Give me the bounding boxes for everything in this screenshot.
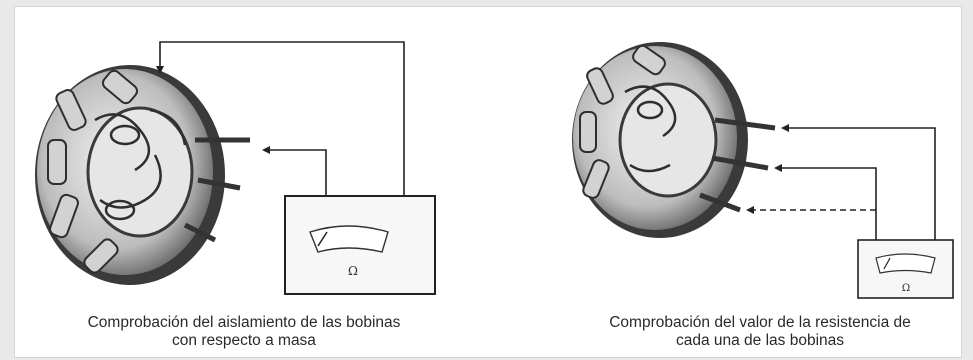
ohmmeter-right bbox=[857, 239, 954, 299]
caption-insulation-test: Comprobación del aislamiento de las bobi… bbox=[34, 314, 454, 350]
caption-right-line1: Comprobación del valor de la resistencia… bbox=[609, 314, 911, 331]
caption-left-line2: con respecto a masa bbox=[172, 332, 316, 349]
ohm-symbol-right: Ω bbox=[902, 283, 910, 294]
caption-resistance-test: Comprobación del valor de la resistencia… bbox=[550, 314, 970, 350]
left-test-wires bbox=[159, 41, 405, 196]
right-test-wires bbox=[778, 127, 936, 240]
ohmmeter-left bbox=[284, 195, 436, 295]
stator-left-illustration bbox=[35, 65, 250, 285]
caption-left-line1: Comprobación del aislamiento de las bobi… bbox=[87, 314, 401, 331]
stator-right-illustration bbox=[572, 42, 776, 238]
ohm-symbol-left: Ω bbox=[348, 264, 358, 278]
caption-right-line2: cada una de las bobinas bbox=[675, 332, 845, 349]
